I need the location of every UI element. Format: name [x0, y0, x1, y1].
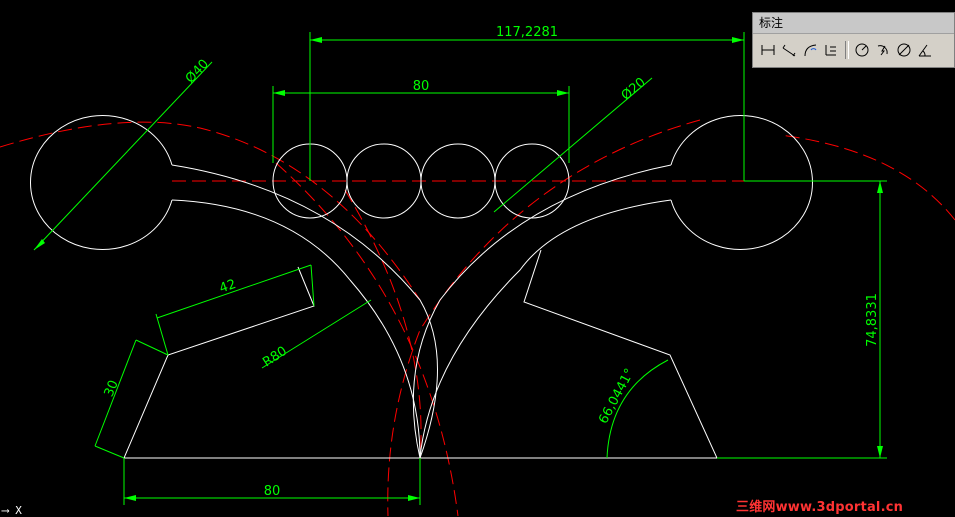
- jogged-dimension-icon: [877, 45, 888, 56]
- right-wing: [420, 249, 718, 459]
- circles-span-label: 80: [413, 79, 430, 94]
- height-label: 74,8331: [865, 293, 880, 347]
- toolbar-title[interactable]: 标注: [753, 13, 954, 34]
- right-outer-arc: [412, 164, 672, 459]
- bottom-crossing-arc: [344, 189, 422, 461]
- right-large-circle: [670, 115, 813, 250]
- angular-dimension-button[interactable]: [915, 40, 935, 60]
- watermark: 三维网www.3dportal.cn: [736, 500, 904, 515]
- dimension-arrows: [34, 37, 883, 501]
- right-crossing-arc: [387, 119, 701, 516]
- toolbar-buttons: [753, 34, 954, 60]
- right-large-arc-centerline: [779, 134, 955, 221]
- ordinate-dimension-icon: [825, 45, 836, 56]
- jogged-dimension-button[interactable]: [873, 40, 893, 60]
- right-inner-arc: [419, 199, 672, 459]
- left-outer-arc: [171, 164, 438, 459]
- ordinate-dimension-button[interactable]: [821, 40, 841, 60]
- dimension-labels: 117,2281 80 Ø20 Ø40 42 R80 30 80 66,0441…: [102, 25, 880, 499]
- diameter-dimension-button[interactable]: [894, 40, 914, 60]
- radius-dimension-button[interactable]: [852, 40, 872, 60]
- large-arc-centerline: [0, 121, 421, 301]
- small-diameter-label: Ø20: [619, 75, 649, 104]
- small-circle-4: [494, 143, 570, 219]
- dimension-lines: [33, 32, 887, 505]
- left-inner-arc: [171, 199, 421, 459]
- base-length-label: 80: [264, 484, 281, 499]
- overall-width-label: 117,2281: [496, 25, 558, 40]
- linear-dimension-button[interactable]: [758, 40, 778, 60]
- large-diameter-label: Ø40: [183, 57, 212, 87]
- ucs-x-label: X: [15, 504, 22, 517]
- toolbar-separator: [845, 41, 849, 59]
- arc-length-icon: [804, 44, 817, 57]
- radius-dimension-icon: [855, 43, 869, 57]
- dimension-toolbar: 标注: [752, 12, 955, 68]
- angle-label: 66,0441°: [596, 366, 638, 426]
- left-large-circle: [30, 115, 173, 250]
- left-crossing-arc: [275, 162, 459, 516]
- aligned-dimension-button[interactable]: [779, 40, 799, 60]
- aligned-dimension-icon: [782, 44, 796, 57]
- slot-length-label: 42: [218, 277, 239, 297]
- edge-length-label: 30: [102, 378, 122, 399]
- arc-radius-label: R80: [260, 344, 290, 371]
- diameter-dimension-icon: [897, 43, 911, 57]
- angular-dimension-icon: [918, 44, 931, 57]
- arc-length-button[interactable]: [800, 40, 820, 60]
- linear-dimension-icon: [761, 45, 775, 55]
- part-outline: [30, 115, 813, 459]
- ucs-icon: ⟶ X: [2, 504, 22, 517]
